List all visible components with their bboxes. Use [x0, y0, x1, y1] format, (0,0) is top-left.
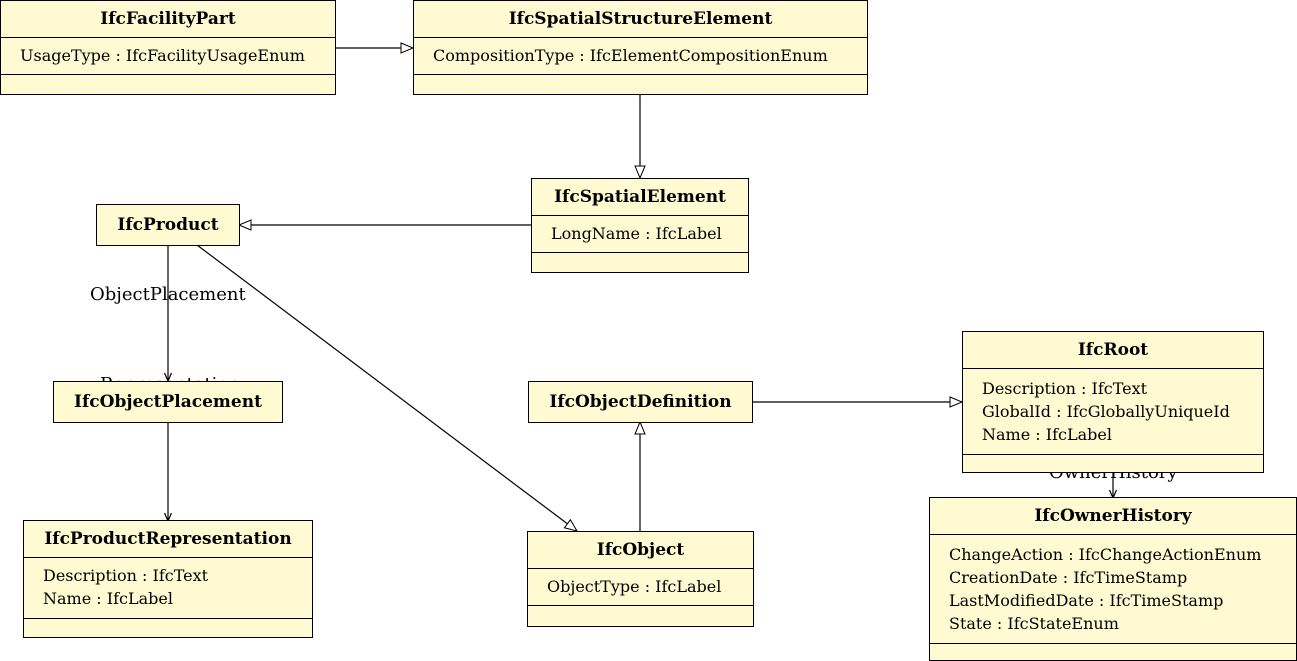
class-ifcobjectplacement[interactable]: IfcObjectPlacement — [53, 381, 283, 423]
class-ifcobject[interactable]: IfcObject ObjectType : IfcLabel — [527, 531, 754, 627]
class-name: IfcFacilityPart — [100, 9, 236, 29]
attribute: GlobalId : IfcGloballyUniqueId — [982, 402, 1230, 421]
class-ifcproduct[interactable]: IfcProduct — [96, 204, 240, 246]
attribute: LongName : IfcLabel — [551, 224, 722, 243]
attribute: ObjectType : IfcLabel — [547, 577, 722, 596]
class-name: IfcOwnerHistory — [1034, 506, 1192, 526]
attribute: UsageType : IfcFacilityUsageEnum — [20, 46, 305, 65]
class-name: IfcSpatialElement — [554, 187, 726, 207]
operations-compartment — [414, 74, 867, 94]
operations-compartment — [963, 454, 1263, 472]
attribute: Name : IfcLabel — [43, 589, 173, 608]
class-ifcobjectdefinition[interactable]: IfcObjectDefinition — [528, 381, 753, 423]
attribute: Description : IfcText — [43, 566, 209, 585]
attribute-list: Description : IfcText Name : IfcLabel — [24, 557, 312, 618]
attribute: State : IfcStateEnum — [949, 614, 1119, 633]
class-ifcproductrepresentation[interactable]: IfcProductRepresentation Description : I… — [23, 520, 313, 638]
generalization-product-object — [196, 244, 577, 531]
attribute-list: Description : IfcText GlobalId : IfcGlob… — [963, 368, 1263, 454]
class-name: IfcProduct — [117, 215, 219, 235]
attribute: Description : IfcText — [982, 379, 1148, 398]
class-ifcspatialelement[interactable]: IfcSpatialElement LongName : IfcLabel — [531, 178, 749, 273]
class-name: IfcObjectPlacement — [74, 392, 262, 412]
attribute: ChangeAction : IfcChangeActionEnum — [949, 545, 1262, 564]
operations-compartment — [528, 605, 753, 626]
class-name: IfcObjectDefinition — [549, 392, 732, 412]
class-name: IfcObject — [596, 540, 685, 560]
label-objectplacement: ObjectPlacement — [90, 284, 246, 305]
class-name: IfcProductRepresentation — [44, 529, 292, 549]
class-ifcownerhistory[interactable]: IfcOwnerHistory ChangeAction : IfcChange… — [929, 497, 1297, 661]
class-name: IfcRoot — [1077, 340, 1149, 360]
operations-compartment — [24, 618, 312, 637]
attribute: CompositionType : IfcElementCompositionE… — [433, 46, 828, 65]
operations-compartment — [532, 252, 748, 272]
class-ifcspatialstructureelement[interactable]: IfcSpatialStructureElement CompositionTy… — [413, 0, 868, 95]
attribute-list: LongName : IfcLabel — [532, 215, 748, 252]
attribute-list: ObjectType : IfcLabel — [528, 568, 753, 605]
attribute: CreationDate : IfcTimeStamp — [949, 568, 1188, 587]
operations-compartment — [1, 74, 335, 94]
operations-compartment — [930, 643, 1296, 660]
attribute-list: CompositionType : IfcElementCompositionE… — [414, 37, 867, 74]
attribute: Name : IfcLabel — [982, 425, 1112, 444]
class-name: IfcSpatialStructureElement — [508, 9, 773, 29]
attribute-list: ChangeAction : IfcChangeActionEnum Creat… — [930, 534, 1296, 643]
class-ifcfacilitypart[interactable]: IfcFacilityPart UsageType : IfcFacilityU… — [0, 0, 336, 95]
class-ifcroot[interactable]: IfcRoot Description : IfcText GlobalId :… — [962, 331, 1264, 473]
attribute: LastModifiedDate : IfcTimeStamp — [949, 591, 1224, 610]
attribute-list: UsageType : IfcFacilityUsageEnum — [1, 37, 335, 74]
